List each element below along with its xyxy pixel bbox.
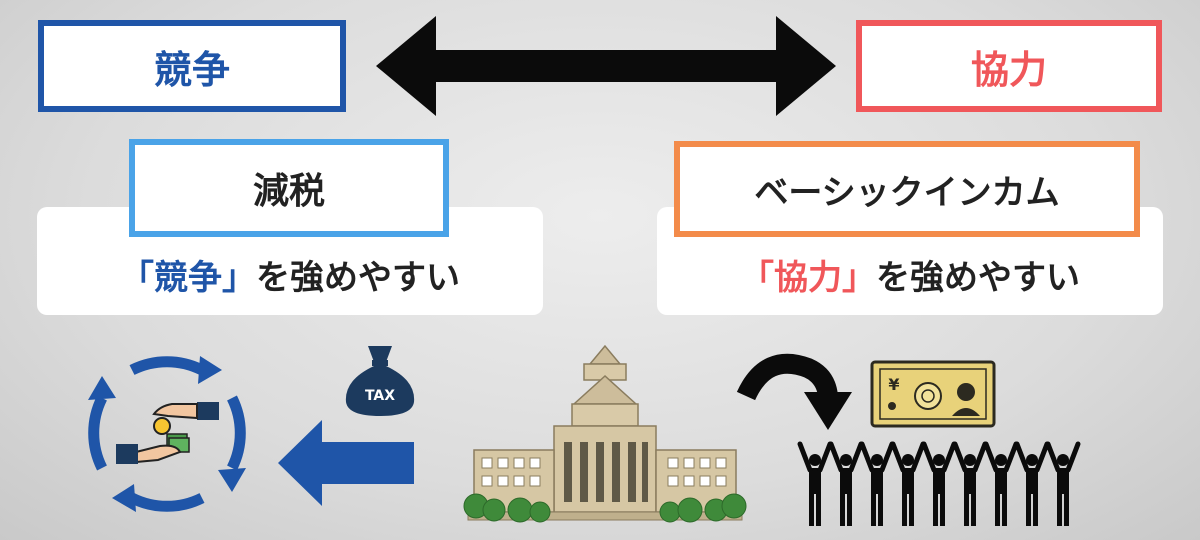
left-tagline-open: 「 — [120, 258, 154, 298]
basic-income-box: ベーシックインカム — [674, 141, 1140, 237]
compete-label: 競争 — [153, 47, 230, 92]
people-group-icon — [797, 441, 1081, 526]
tax-cut-box: 減税 — [129, 139, 449, 237]
person-icon — [921, 441, 957, 526]
person-icon — [1045, 441, 1081, 526]
person-icon — [828, 441, 864, 526]
person-icon — [859, 441, 895, 526]
basic-income-label: ベーシックインカム — [754, 172, 1060, 213]
hands-exchange-icon — [116, 402, 219, 464]
left-arrow-icon — [278, 420, 414, 506]
right-tagline: 「協力」を強めやすい — [657, 250, 1163, 299]
right-tagline-close: 」 — [842, 258, 876, 298]
person-icon — [952, 441, 988, 526]
tax-bag-label: TAX — [365, 388, 395, 404]
double-arrow-icon — [376, 16, 836, 116]
person-icon — [983, 441, 1019, 526]
banknote-icon: ¥ — [870, 360, 996, 428]
right-tagline-rest: を強めやすい — [876, 258, 1080, 298]
person-icon — [890, 441, 926, 526]
cooperate-label: 協力 — [970, 47, 1047, 92]
right-tagline-open: 「 — [740, 258, 774, 298]
diet-building-icon — [463, 344, 747, 523]
tax-cut-label: 減税 — [252, 171, 325, 212]
curved-arrow-icon — [736, 353, 852, 430]
tax-bag-icon: TAX — [345, 346, 415, 416]
person-icon — [797, 441, 833, 526]
left-tagline-keyword: 競争 — [154, 258, 222, 298]
left-tagline-close: 」 — [222, 258, 256, 298]
cooperate-box: 協力 — [856, 20, 1162, 112]
compete-box: 競争 — [38, 20, 346, 112]
economy-cycle-icon — [88, 356, 246, 512]
person-icon — [1014, 441, 1050, 526]
left-tagline: 「競争」を強めやすい — [37, 250, 543, 299]
right-tagline-keyword: 協力 — [774, 258, 842, 298]
banknote-yen: ¥ — [888, 375, 899, 394]
left-tagline-rest: を強めやすい — [256, 258, 460, 298]
